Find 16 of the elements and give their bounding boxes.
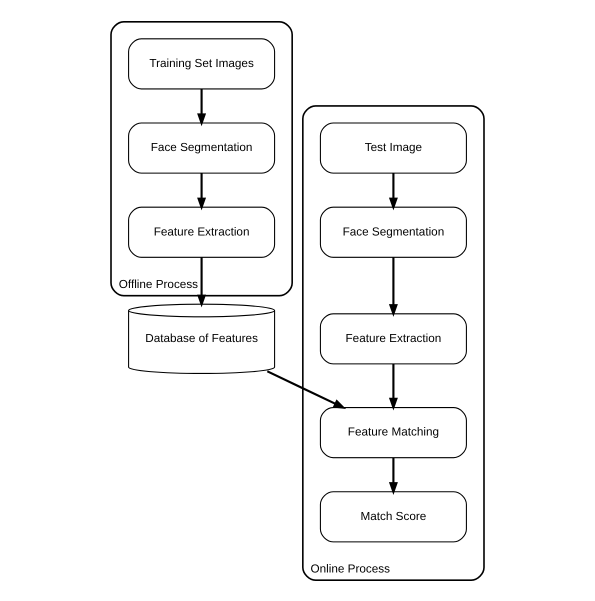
arrow xyxy=(197,257,206,307)
node-box: Match Score xyxy=(320,490,467,542)
arrow xyxy=(197,88,206,126)
node-box: Feature Extraction xyxy=(320,312,467,364)
node-box: Face Segmentation xyxy=(128,122,276,174)
node-box: Face Segmentation xyxy=(320,206,467,258)
node-box: Training Set Images xyxy=(128,38,276,89)
node-box: Feature Extraction xyxy=(128,206,276,258)
arrow xyxy=(388,363,398,410)
node-box: Feature Matching xyxy=(320,406,467,458)
arrow xyxy=(388,257,398,316)
arrow xyxy=(266,370,346,408)
arrow xyxy=(388,172,398,210)
node-box: Test Image xyxy=(320,122,467,174)
arrow xyxy=(388,457,398,494)
arrow xyxy=(197,172,206,210)
